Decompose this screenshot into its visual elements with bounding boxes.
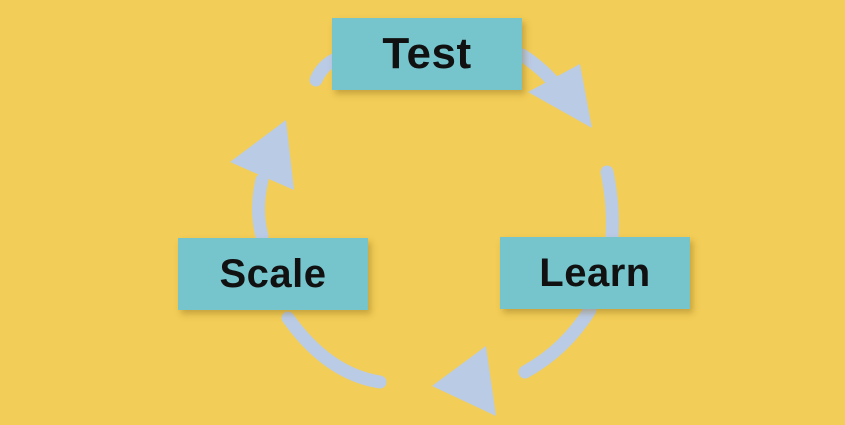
stage-label-learn: Learn [539,250,651,295]
arrow-right-arc [600,165,619,245]
stage-box-learn: Learn [500,237,690,309]
arrow-learn-to-scale-head-icon [432,346,496,416]
stage-box-scale: Scale [178,238,368,310]
arrow-scale-to-test-shaft [252,173,269,243]
stage-label-test: Test [382,29,472,78]
arrow-bottom-left-arc [281,311,387,389]
stage-label-scale: Scale [219,251,327,296]
arrow-scale-to-test-head-icon [230,120,294,190]
arrow-learn-to-scale-shaft [518,303,597,379]
stage-box-test: Test [332,18,522,90]
arrow-test-to-learn-head-icon [528,64,592,128]
